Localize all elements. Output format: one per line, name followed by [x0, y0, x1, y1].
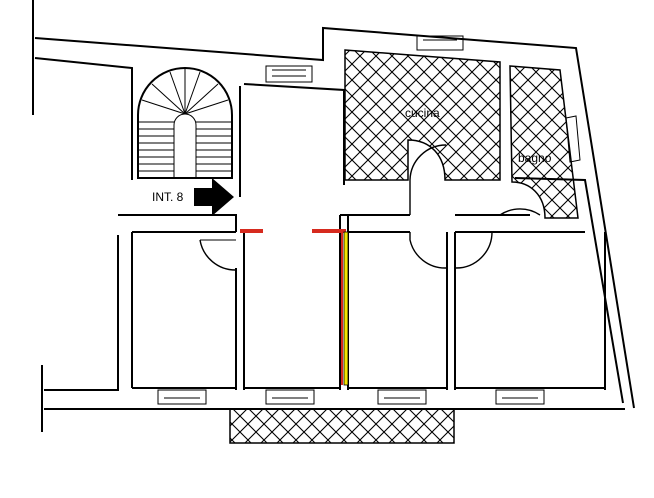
balcony-hatch	[229, 408, 455, 444]
doors	[199, 144, 541, 271]
room-label-bathroom: bagno	[518, 151, 552, 165]
windows	[157, 35, 545, 405]
spiral-stair-icon	[137, 67, 233, 179]
interior-walls	[118, 83, 605, 390]
room-label-kitchen: cucina	[405, 106, 440, 120]
entrance-label: INT. 8	[152, 190, 184, 204]
bathroom-hatch	[509, 65, 581, 219]
kitchen-hatch	[344, 49, 501, 181]
arrow-right-icon	[194, 178, 234, 216]
new-partition	[343, 231, 349, 386]
demolition-marks	[240, 229, 346, 385]
